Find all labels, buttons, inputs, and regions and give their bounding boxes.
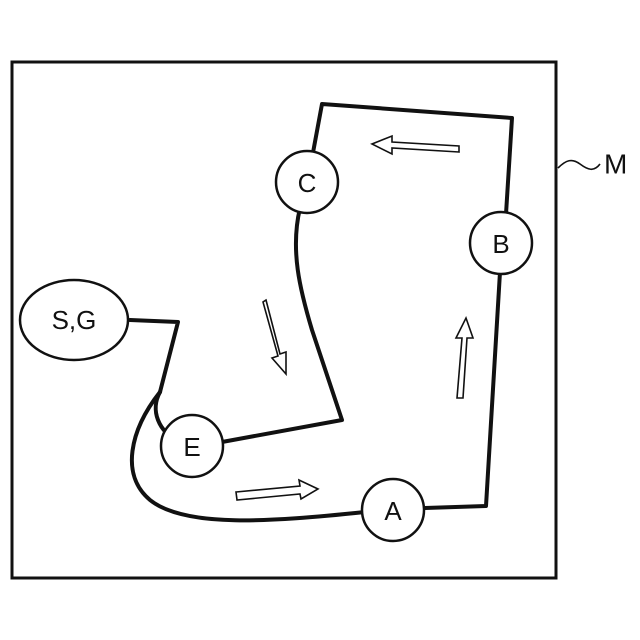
node-a-label: A [384,496,402,526]
reference-leader-line [558,161,600,170]
direction-arrow-left [372,136,459,154]
reference-label-m: M [604,149,627,180]
direction-arrow-right [236,480,318,500]
node-b-label: B [492,229,509,259]
direction-arrow-down [263,300,286,374]
direction-arrow-up [456,318,473,398]
node-c-label: C [298,168,317,198]
route-segment-b-to-c [312,104,512,214]
node-start-goal-label: S,G [52,305,97,335]
route-segment-sg-to-junction [130,320,178,392]
route-segment-c-to-e [222,208,342,442]
node-e-label: E [183,432,200,462]
